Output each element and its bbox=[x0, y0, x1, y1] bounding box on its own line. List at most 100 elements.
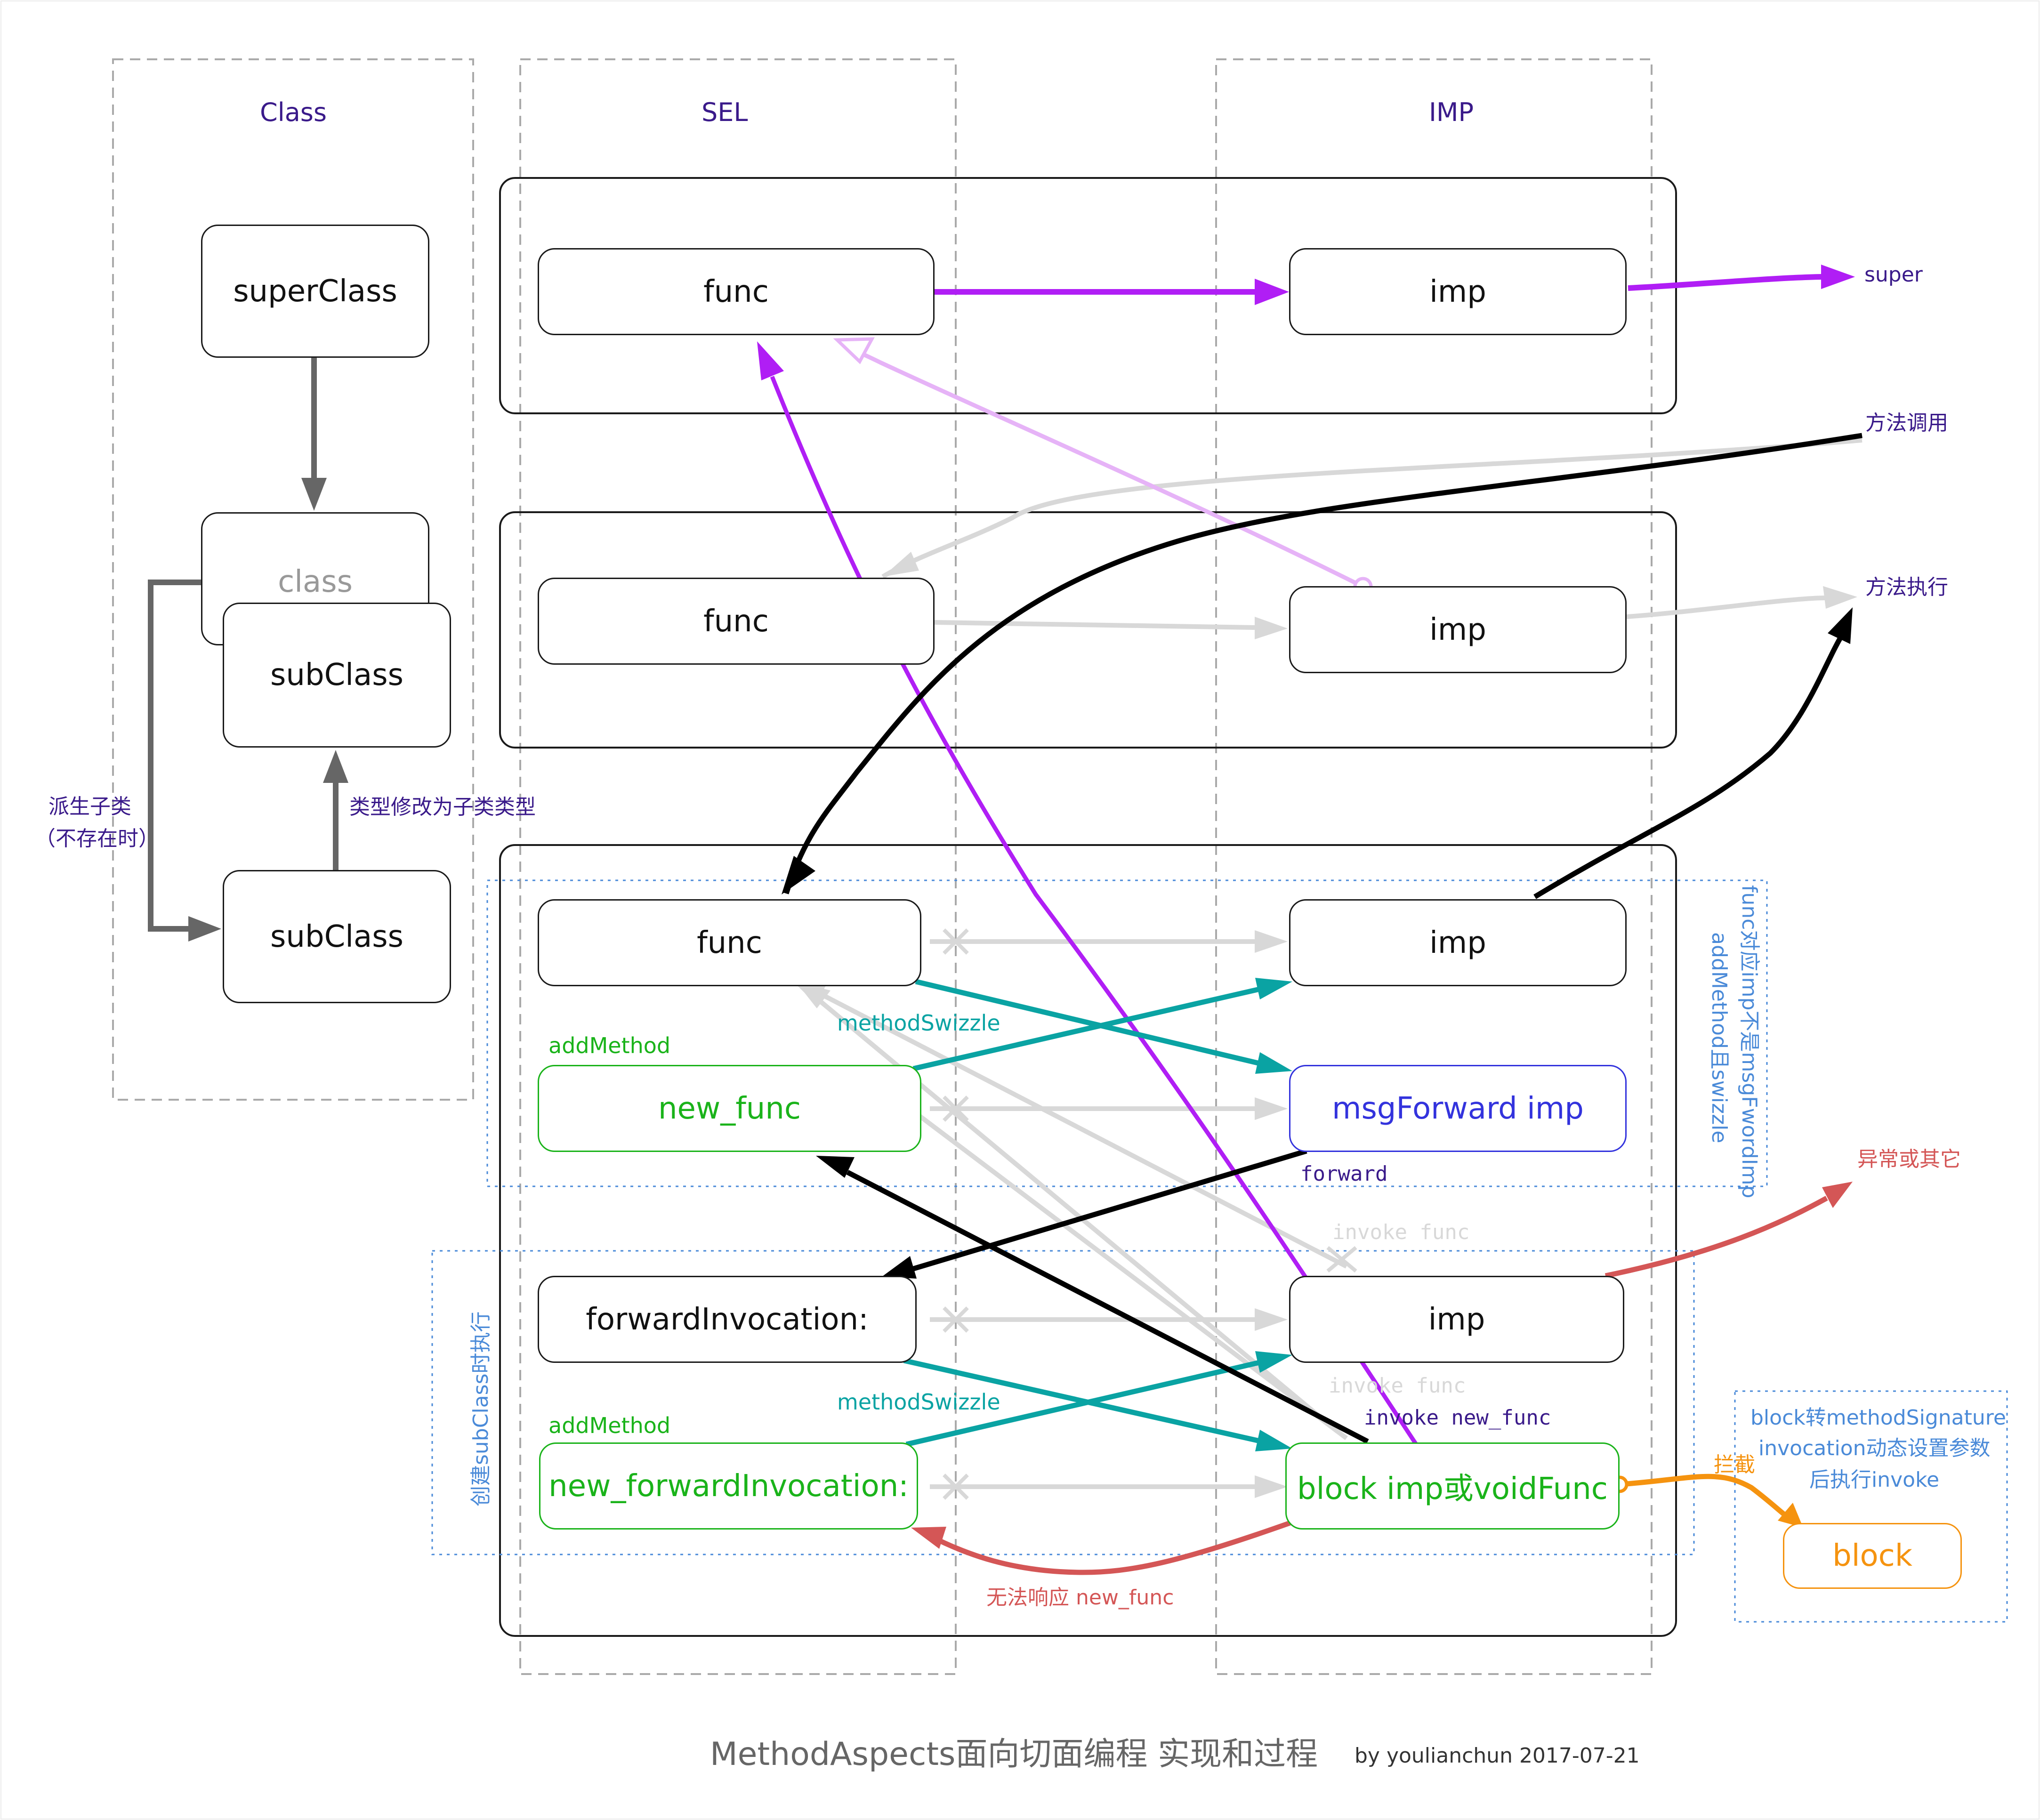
cannot-respond-label: 无法响应 new_func bbox=[986, 1586, 1174, 1610]
subclass-type-change-arrowhead bbox=[323, 750, 348, 783]
group-2-container bbox=[499, 511, 1677, 749]
func-to-imp-crossed-arrowhead bbox=[1255, 930, 1288, 953]
create-subclass-note: 创建subClass时执行 bbox=[469, 1311, 493, 1507]
invoke-func-label-1: invoke func bbox=[1332, 1220, 1470, 1244]
block-to-func-purple-arrowhead bbox=[757, 341, 784, 380]
imp-invoke-func-gray-line bbox=[822, 993, 1348, 1269]
invoke-func-label-2: invoke func bbox=[1329, 1374, 1466, 1398]
super-label: super bbox=[1864, 263, 1923, 287]
g1-imp-to-super-purple-arrowhead bbox=[1821, 265, 1855, 289]
derive-subclass-condition-label: （不存在时） bbox=[35, 827, 159, 851]
class-column-region bbox=[112, 58, 474, 1101]
derive-subclass-label: 派生子类 bbox=[48, 795, 131, 819]
subclass-overlay-node[interactable]: subClass bbox=[223, 603, 451, 748]
method-swizzle-label-2: methodSwizzle bbox=[837, 1389, 1000, 1415]
g1-imp-node[interactable]: imp bbox=[1289, 248, 1627, 335]
method-call-gray-curve bbox=[881, 438, 1863, 579]
block-imp-to-block-orange-curve bbox=[1626, 1474, 1791, 1521]
g3-imp-bottom-node[interactable]: imp bbox=[1289, 1276, 1624, 1363]
method-call-gray-arrowhead bbox=[883, 552, 919, 577]
swizzle-new-func-to-imp-arrowhead bbox=[1255, 978, 1292, 999]
new-func-node[interactable]: new_func bbox=[538, 1065, 921, 1152]
derive-subclass-arrowhead bbox=[188, 916, 221, 942]
block-note-region bbox=[1734, 1390, 2008, 1623]
class-hierarchy-arrows bbox=[148, 358, 348, 942]
swizzle-side-note-2: addMethod且swizzle bbox=[1707, 932, 1731, 1144]
g2-func-node[interactable]: func bbox=[538, 578, 935, 665]
swizzle-new-forward-to-imp-arrowhead bbox=[1255, 1351, 1292, 1373]
cross-mark-2b bbox=[943, 1095, 969, 1122]
imp-column-header: IMP bbox=[1429, 97, 1474, 127]
msgforward-to-forward-invocation-arrowhead bbox=[882, 1256, 917, 1279]
invoke-new-func-label: invoke new_func bbox=[1364, 1406, 1551, 1430]
group-3-container bbox=[499, 844, 1677, 1637]
swizzle-side-note-1: func对应imp不是msgFwordImp bbox=[1737, 885, 1761, 1199]
purple-connectors bbox=[757, 265, 1855, 1446]
method-call-black-arrowhead bbox=[782, 856, 815, 894]
swizzle-func-to-msgforward bbox=[915, 979, 1263, 1067]
cross-mark-3b bbox=[943, 1306, 969, 1333]
light-purple-arrowhead bbox=[833, 337, 875, 364]
method-call-black-curve bbox=[783, 433, 1863, 894]
msg-forward-imp-node[interactable]: msgForward imp bbox=[1289, 1065, 1627, 1152]
block-node[interactable]: block bbox=[1783, 1523, 1962, 1589]
imp-to-exception-red-curve bbox=[1605, 1196, 1828, 1279]
block-note-line-2: invocation动态设置参数 bbox=[1758, 1436, 1991, 1460]
forward-invocation-to-imp-crossed-arrowhead bbox=[1255, 1308, 1288, 1331]
subclass-node[interactable]: subClass bbox=[223, 870, 451, 1003]
msgforward-to-forward-invocation bbox=[912, 1148, 1307, 1272]
g2-func-to-imp-arrowhead bbox=[1255, 617, 1288, 639]
block-note-line-1: block转methodSignature bbox=[1750, 1406, 2006, 1430]
exception-label: 异常或其它 bbox=[1857, 1147, 1961, 1171]
swizzle-note-region bbox=[486, 879, 1768, 1187]
g3-imp-top-node[interactable]: imp bbox=[1289, 899, 1627, 986]
imp-to-exec-black-arrowhead bbox=[1828, 607, 1853, 644]
swizzle-new-forward-to-imp bbox=[905, 1359, 1263, 1447]
diagram-title: MethodAspects面向切面编程 实现和过程 bbox=[710, 1736, 1318, 1773]
block-to-new-forward-red-arrowhead bbox=[911, 1527, 946, 1549]
derive-subclass-connector bbox=[148, 580, 202, 932]
block-to-new-func-gray-line bbox=[855, 1067, 1348, 1440]
g2-imp-to-exec-curve bbox=[1626, 596, 1827, 619]
superclass-node[interactable]: superClass bbox=[201, 225, 429, 358]
block-to-new-func-black-arrowhead bbox=[816, 1156, 855, 1178]
swizzle-func-to-msgforward-arrowhead bbox=[1255, 1052, 1292, 1074]
superclass-to-class-arrowhead bbox=[301, 478, 327, 511]
block-note-line-3: 后执行invoke bbox=[1809, 1468, 1940, 1492]
cross-mark-5b bbox=[1326, 1246, 1357, 1273]
method-swizzle-label-1: methodSwizzle bbox=[837, 1010, 1000, 1036]
g3-func-node[interactable]: func bbox=[538, 899, 921, 986]
g1-func-to-imp-purple-arrowhead bbox=[1255, 279, 1289, 305]
black-connectors bbox=[782, 433, 1863, 1444]
imp-to-exception-red-arrowhead bbox=[1822, 1182, 1853, 1208]
g2-imp-to-exec-arrowhead bbox=[1823, 586, 1857, 609]
swizzle-new-func-to-imp bbox=[912, 986, 1263, 1071]
g1-func-node[interactable]: func bbox=[538, 248, 935, 335]
class-column-header: Class bbox=[260, 97, 327, 127]
sel-column-header: SEL bbox=[702, 97, 748, 127]
add-method-label-2: addMethod bbox=[548, 1413, 671, 1438]
imp-column-region bbox=[1215, 58, 1653, 1675]
block-invoke-func-gray-arrowhead bbox=[796, 982, 831, 1008]
imp-to-exec-black-curve bbox=[1533, 632, 1846, 899]
crossed-marks bbox=[943, 928, 1357, 1500]
diagram-byline: by youlianchun 2017-07-21 bbox=[1355, 1744, 1640, 1768]
type-change-label: 类型修改为子类类型 bbox=[349, 795, 536, 819]
method-call-label: 方法调用 bbox=[1865, 411, 1948, 435]
cross-mark-4b bbox=[943, 1474, 969, 1500]
g2-func-to-imp-arrow bbox=[934, 620, 1255, 630]
cross-mark-1b bbox=[943, 928, 969, 955]
light-purple-imp-to-func-curve bbox=[846, 344, 1364, 589]
g1-imp-to-super-purple bbox=[1628, 274, 1822, 291]
new-forward-invocation-node[interactable]: new_forwardInvocation: bbox=[539, 1442, 918, 1530]
block-imp-node[interactable]: block imp或voidFunc bbox=[1285, 1442, 1620, 1530]
g2-imp-node[interactable]: imp bbox=[1289, 586, 1627, 673]
new-forward-to-block-crossed-arrowhead bbox=[1255, 1475, 1288, 1498]
swizzle-forward-to-block-arrowhead bbox=[1255, 1430, 1292, 1451]
block-to-func-purple-curve bbox=[770, 376, 1418, 1446]
forward-invocation-node[interactable]: forwardInvocation: bbox=[538, 1276, 917, 1363]
block-to-new-func-black bbox=[846, 1170, 1369, 1444]
block-to-new-forward-red-curve bbox=[931, 1520, 1291, 1575]
